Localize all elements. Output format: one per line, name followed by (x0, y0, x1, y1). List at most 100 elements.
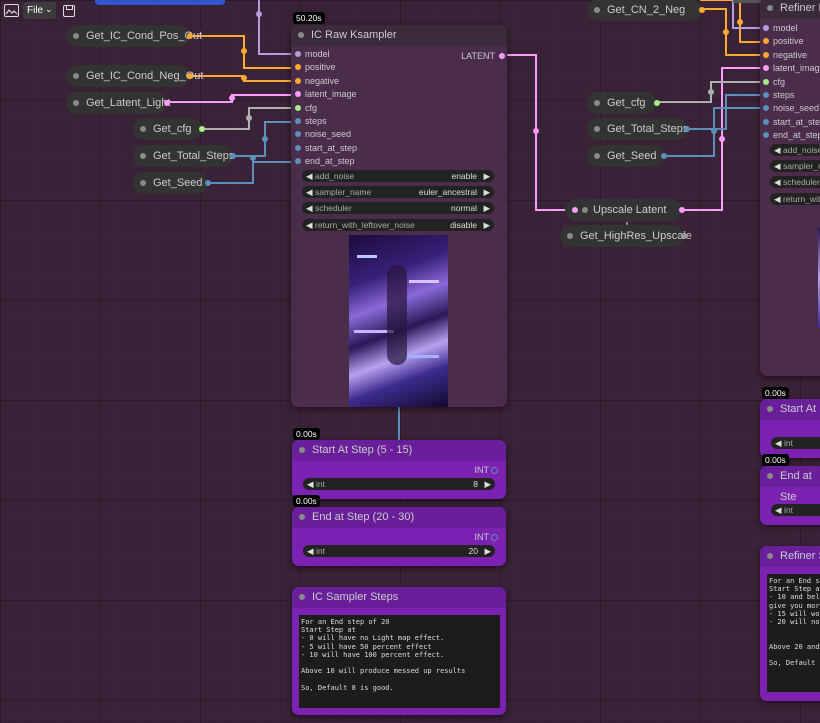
output-slot[interactable] (684, 126, 690, 132)
input-slot-dot[interactable] (295, 64, 301, 71)
save-icon[interactable] (63, 5, 75, 17)
refiner-widget-2[interactable]: ◀scheduler (770, 176, 820, 189)
increment-arrow[interactable]: ▶ (484, 479, 491, 489)
increment-arrow[interactable]: ▶ (483, 171, 490, 181)
input-model[interactable]: model (295, 48, 330, 61)
reroute-ic-cond-pos[interactable]: Get_IC_Cond_Pos_Out (66, 25, 202, 47)
output-slot[interactable] (679, 207, 685, 213)
input-slot-dot[interactable] (295, 77, 301, 84)
decrement-arrow[interactable]: ◀ (775, 505, 782, 515)
input-slot-dot[interactable] (763, 105, 769, 112)
output-slot[interactable] (699, 7, 705, 13)
decrement-arrow[interactable]: ◀ (775, 438, 782, 448)
reroute-cn2-neg[interactable]: Get_CN_2_Neg (587, 0, 705, 21)
output-slot[interactable] (654, 100, 660, 106)
reroute-highres-upscale[interactable]: Get_HighRes_Upscale (560, 225, 692, 247)
output-int[interactable]: INT (475, 531, 498, 544)
input-model[interactable]: model (763, 22, 798, 35)
reroute-cfg-left[interactable]: Get_cfg (133, 118, 205, 140)
input-slot-dot[interactable] (763, 25, 769, 31)
increment-arrow[interactable]: ▶ (483, 187, 490, 198)
decrement-arrow[interactable]: ◀ (774, 161, 781, 172)
input-slot-dot[interactable] (295, 118, 301, 124)
input-slot-dot[interactable] (295, 144, 301, 151)
reroute-seed-right[interactable]: Get_Seed (587, 145, 667, 167)
input-slot-dot[interactable] (295, 158, 301, 165)
input-start-at-step[interactable]: start_at_step (295, 142, 357, 155)
decrement-arrow[interactable]: ◀ (307, 479, 314, 489)
input-start-at-step[interactable]: start_at_step (763, 116, 820, 129)
node-title-bar[interactable]: IC Sampler Steps (292, 587, 506, 608)
input-latent-image[interactable]: latent_image (295, 88, 357, 101)
input-slot-dot[interactable] (763, 65, 769, 72)
int-widget[interactable]: ◀ int 8 ▶ (303, 478, 495, 490)
refiner-widget-3[interactable]: ◀return_with (770, 192, 820, 205)
output-slot[interactable] (187, 73, 193, 79)
input-latent-image[interactable]: latent_image (763, 62, 820, 75)
input-slot[interactable] (572, 207, 578, 213)
refiner-start-step-node[interactable]: Start At S ◀ int (760, 399, 820, 458)
input-cfg[interactable]: cfg (763, 76, 785, 89)
node-title-bar[interactable]: End at Step (20 - 30) (292, 507, 506, 528)
input-slot-dot[interactable] (295, 104, 301, 111)
node-title-bar[interactable]: End at Ste (760, 466, 820, 503)
refiner-widget-0[interactable]: ◀add_noise (770, 144, 820, 156)
refiner-widget-1[interactable]: ◀sampler_n (770, 160, 820, 173)
output-slot[interactable] (230, 153, 236, 159)
node-title-bar[interactable]: Refiner St (760, 546, 820, 567)
output-int[interactable]: INT (475, 464, 498, 477)
output-slot[interactable] (187, 33, 193, 39)
increment-arrow[interactable]: ▶ (483, 219, 490, 230)
int-widget[interactable]: ◀ int (771, 437, 820, 449)
input-negative[interactable]: negative (763, 49, 807, 62)
node-title-bar[interactable]: Start At Step (5 - 15) (292, 440, 506, 461)
decrement-arrow[interactable]: ◀ (306, 203, 313, 214)
decrement-arrow[interactable]: ◀ (306, 171, 313, 181)
output-slot-dot[interactable] (491, 467, 498, 474)
input-steps[interactable]: steps (295, 115, 327, 128)
input-slot-dot[interactable] (295, 131, 301, 138)
node-title-bar[interactable]: Refiner K (760, 0, 820, 19)
node-title-bar[interactable]: IC Raw Ksampler (291, 25, 507, 46)
output-slot[interactable] (199, 126, 205, 132)
ic-sampler-steps-note[interactable]: IC Sampler Steps For an End step of 20 S… (292, 587, 506, 715)
node-title-bar[interactable]: Start At S (760, 399, 820, 420)
output-latent[interactable]: LATENT (461, 50, 505, 63)
input-slot-dot[interactable] (763, 78, 769, 85)
output-slot[interactable] (164, 100, 170, 106)
refiner-end-step-node[interactable]: End at Ste ◀ int (760, 466, 820, 525)
int-widget[interactable]: ◀ int (771, 504, 820, 516)
input-slot-dot[interactable] (763, 132, 769, 139)
output-slot[interactable] (205, 180, 211, 186)
output-slot[interactable] (681, 233, 687, 239)
decrement-arrow[interactable]: ◀ (306, 219, 313, 230)
reroute-ic-cond-neg[interactable]: Get_IC_Cond_Neg_Out (66, 65, 203, 87)
int-widget[interactable]: ◀ int 20 ▶ (303, 545, 495, 557)
input-noise-seed[interactable]: noise_seed (295, 128, 351, 141)
input-negative[interactable]: negative (295, 75, 339, 88)
input-slot-dot[interactable] (763, 38, 769, 45)
refiner-ksampler-node[interactable]: Refiner K modelpositivenegativelatent_im… (760, 0, 820, 376)
input-end-at-step[interactable]: end_at_step (763, 129, 820, 142)
input-slot-dot[interactable] (763, 51, 769, 58)
reroute-latent-light[interactable]: Get_Latent_Light (66, 92, 170, 114)
reroute-seed-left[interactable]: Get_Seed (133, 172, 211, 194)
output-slot-dot[interactable] (491, 534, 498, 541)
note-text[interactable]: For an End step Start Step at - 10 and b… (767, 574, 820, 692)
decrement-arrow[interactable]: ◀ (306, 187, 313, 198)
decrement-arrow[interactable]: ◀ (307, 546, 314, 556)
note-text[interactable]: For an End step of 20 Start Step at - 0 … (299, 615, 500, 708)
image-icon[interactable] (4, 4, 19, 17)
input-noise-seed[interactable]: noise_seed (763, 102, 819, 115)
increment-arrow[interactable]: ▶ (484, 546, 491, 556)
input-end-at-step[interactable]: end_at_step (295, 155, 355, 168)
input-slot-dot[interactable] (295, 91, 301, 98)
input-slot-dot[interactable] (763, 118, 769, 125)
file-menu-button[interactable]: File ⌄ (23, 2, 56, 19)
decrement-arrow[interactable]: ◀ (774, 177, 781, 188)
upscale-latent-by-node[interactable]: Upscale Latent By (565, 199, 685, 238)
input-slot-dot[interactable] (763, 92, 769, 98)
